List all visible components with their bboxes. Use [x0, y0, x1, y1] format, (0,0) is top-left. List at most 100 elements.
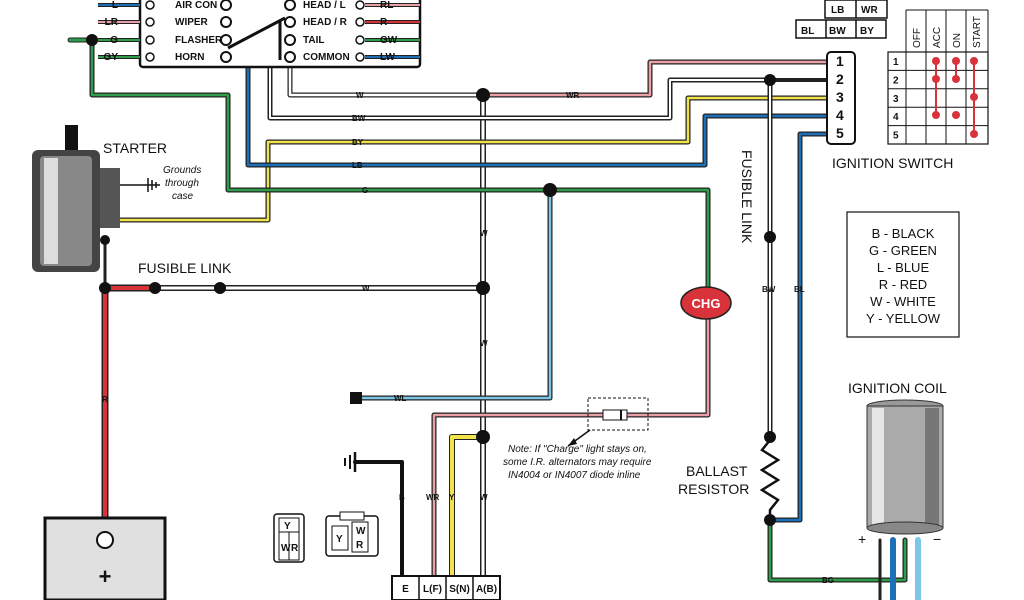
- ignition-terminal: 2: [836, 71, 844, 87]
- plug-a-r: R: [291, 543, 299, 554]
- label-w-mid2: W: [362, 284, 370, 293]
- tag-by: BY: [860, 26, 874, 37]
- coil-minus: −: [933, 531, 941, 547]
- label-alt-b: B: [399, 493, 405, 502]
- switch-left-wire: LR: [105, 17, 119, 28]
- switch-left-label: FLASHER: [175, 35, 223, 46]
- charge-indicator: CHG: [680, 286, 732, 320]
- switch-right-wire: LW: [380, 52, 396, 63]
- position-header: ACC: [932, 27, 943, 48]
- label-r: R: [102, 395, 108, 404]
- ballast-label-1: BALLAST: [686, 463, 748, 479]
- label-w-mid3: W: [480, 339, 488, 348]
- note-line-3: IN4004 or IN4007 diode inline: [508, 470, 641, 481]
- legend-entry: Y - YELLOW: [866, 311, 941, 326]
- legend-entry: L - BLUE: [877, 260, 930, 275]
- battery: +: [43, 516, 167, 600]
- battery-plus: +: [99, 564, 112, 589]
- switch-left-label: WIPER: [175, 17, 209, 28]
- ground-note-3: case: [172, 191, 194, 202]
- coil-plus: +: [858, 531, 866, 547]
- label-bw: BW: [352, 114, 366, 123]
- wl-terminal: [350, 392, 362, 404]
- switch-right-wire: GW: [380, 35, 398, 46]
- alternator-terminal: E: [402, 584, 409, 595]
- position-row-number: 2: [893, 75, 899, 86]
- fusible-link-label: FUSIBLE LINK: [138, 260, 232, 276]
- position-row-number: 4: [893, 112, 899, 123]
- position-header: ON: [952, 33, 963, 48]
- label-wr: WR: [566, 91, 580, 100]
- ballast-label-2: RESISTOR: [678, 481, 749, 497]
- tag-bl: BL: [801, 26, 814, 37]
- plug-a-y: Y: [284, 521, 291, 532]
- switch-left-wire: L: [112, 0, 118, 11]
- switch-left-label: AIR CON: [175, 0, 217, 11]
- switch-right-label: HEAD / R: [303, 17, 348, 28]
- starter-title: STARTER: [103, 140, 167, 156]
- legend-entry: G - GREEN: [869, 243, 937, 258]
- label-w-mid4: W: [480, 493, 488, 502]
- label-w-mid1: W: [480, 229, 488, 238]
- alternator-terminal: A(B): [476, 584, 497, 595]
- switch-left-wire: G: [110, 35, 118, 46]
- plug-a-w: W: [281, 543, 291, 554]
- switch-left-label: HORN: [175, 52, 204, 63]
- battery-red-wire: [101, 284, 159, 544]
- ballast-resistor: [759, 439, 781, 520]
- note-line-2: some I.R. alternators may require: [503, 457, 652, 468]
- ground-note-2: through: [165, 178, 199, 189]
- switch-right-label: TAIL: [303, 35, 324, 46]
- ground-symbol: [344, 452, 357, 472]
- tag-bw: BW: [829, 26, 846, 37]
- label-lb: LB: [352, 161, 363, 170]
- plug-b-y: Y: [336, 534, 343, 545]
- position-row-number: 1: [893, 57, 899, 68]
- alternator-terminal: S(N): [449, 584, 470, 595]
- ignition-terminal: 4: [836, 107, 844, 123]
- label-alt-y: Y: [449, 493, 455, 502]
- plug-b-w: W: [356, 526, 366, 537]
- wires: [67, 37, 921, 600]
- ignition-terminal: 1: [836, 53, 844, 69]
- chg-label: CHG: [692, 296, 721, 311]
- tag-wr: WR: [861, 5, 878, 16]
- position-header: OFF: [912, 28, 923, 48]
- ground-wire: [353, 460, 404, 600]
- legend-entry: R - RED: [879, 277, 927, 292]
- plug-a: Y W R: [273, 513, 305, 563]
- alternator-terminals: E L(F) S(N) A(B): [391, 575, 501, 600]
- fusible-link-vertical-label: FUSIBLE LINK: [739, 150, 755, 244]
- legend-entry: W - WHITE: [870, 294, 936, 309]
- connector-tags: LB WR BL BW BY: [795, 0, 888, 39]
- label-by: BY: [352, 138, 364, 147]
- label-bl-right: BL: [794, 285, 805, 294]
- position-header: START: [972, 16, 983, 48]
- tag-lb: LB: [831, 5, 844, 16]
- switch-right-label: COMMON: [303, 52, 350, 63]
- ignition-coil: IGNITION COIL + −: [848, 380, 947, 547]
- switch-right-wire: RL: [380, 0, 393, 11]
- switch-left-wire: GY: [104, 52, 119, 63]
- junction-dots: [86, 34, 776, 526]
- alternator-terminal: L(F): [423, 584, 442, 595]
- label-bg: BG: [822, 576, 834, 585]
- wl-wire: [357, 187, 553, 401]
- ignition-terminal: 3: [836, 89, 844, 105]
- plug-b: Y W R: [325, 511, 379, 557]
- label-wl: WL: [394, 394, 407, 403]
- note-line-1: Note: If "Charge" light stays on,: [508, 444, 647, 455]
- ignition-terminal: 5: [836, 125, 844, 141]
- ignition-coil-title: IGNITION COIL: [848, 380, 947, 396]
- position-row-number: 3: [893, 94, 899, 105]
- plug-b-r: R: [356, 540, 364, 551]
- label-g: G: [362, 186, 368, 195]
- label-alt-wr: WR: [426, 493, 440, 502]
- starter-motor: STARTER Grounds through case: [32, 125, 201, 272]
- diode-box: [567, 397, 649, 447]
